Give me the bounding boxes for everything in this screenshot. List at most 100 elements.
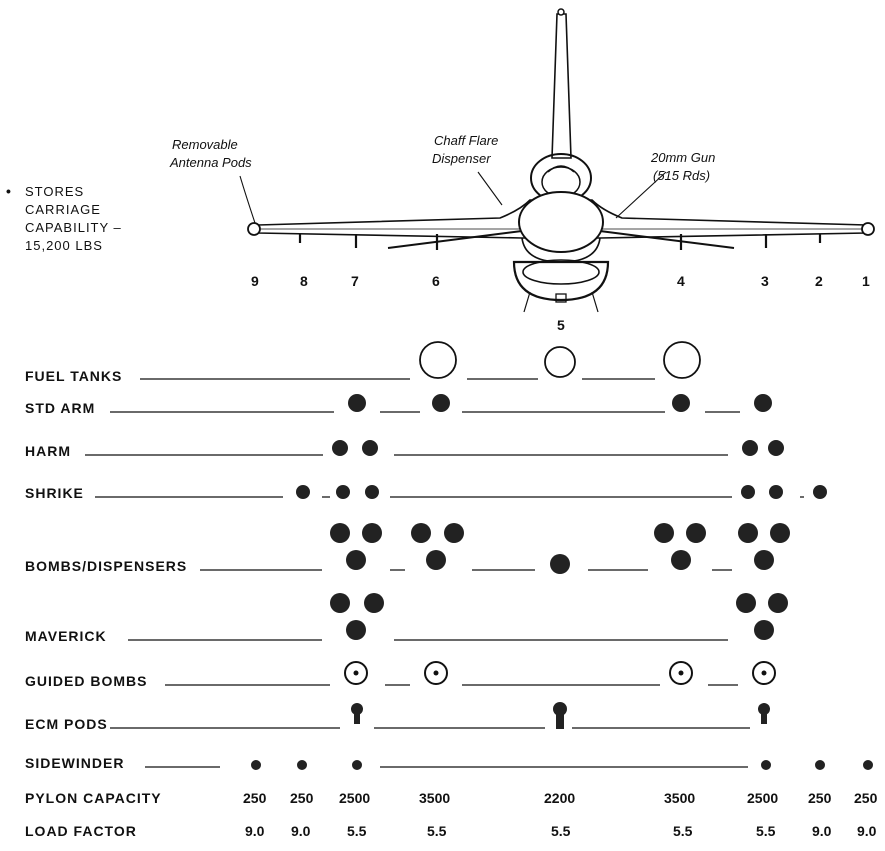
ecm-pod-station-7 [351,703,363,724]
load-factor-station-4: 5.5 [673,823,693,839]
load-factor-station-8: 9.0 [291,823,311,839]
ecm-pod-station-5 [553,702,567,729]
pylon-capacity-station-4: 3500 [664,790,695,806]
std-arm-station-4 [672,394,690,412]
bomb-station-4a [654,523,674,543]
maverick-station-7c [346,620,366,640]
chaff-flare-callout-line2: Dispenser [432,151,491,166]
antenna-pods-callout-line1: Removable [172,137,238,152]
guided-bomb-station-3 [752,661,776,685]
row-label-fuel-tanks: FUEL TANKS [25,368,122,384]
maverick-stores [330,593,788,640]
shrike-station-7b [365,485,379,499]
station-9: 9 [251,273,259,289]
harm-station-3b [768,440,784,456]
station-5: 5 [557,317,565,333]
harm-stores [332,440,784,456]
bomb-station-5 [550,554,570,574]
row-label-std-arm: STD ARM [25,400,95,416]
aircraft-front-view [239,8,875,313]
row-label-guided-bombs: GUIDED BOMBS [25,673,147,689]
station-2: 2 [815,273,823,289]
row-label-shrike: SHRIKE [25,485,84,501]
load-factor-station-7: 5.5 [347,823,367,839]
harm-station-7a [332,440,348,456]
maverick-station-3b [768,593,788,613]
capability-line1: STORES [25,184,84,199]
fuel-tank-station-5 [544,346,576,378]
sidewinder-station-3 [761,760,771,770]
pylon-capacity-label: PYLON CAPACITY [25,790,162,806]
station-3: 3 [761,273,769,289]
harm-station-7b [362,440,378,456]
station-8: 8 [300,273,308,289]
pylon-capacity-values: 250 250 2500 3500 2200 3500 2500 250 250 [243,790,878,806]
std-arm-station-7 [348,394,366,412]
row-label-ecm-pods: ECM PODS [25,716,108,732]
load-factor-label: LOAD FACTOR [25,823,137,839]
bomb-station-6c [426,550,446,570]
guided-bomb-station-7 [344,661,368,685]
row-label-harm: HARM [25,443,71,459]
bomb-station-3c [754,550,774,570]
guided-bomb-station-4 [669,661,693,685]
capability-line2: CARRIAGE [25,202,101,217]
bomb-station-3b [770,523,790,543]
maverick-station-7a [330,593,350,613]
row-label-sidewinder: SIDEWINDER [25,755,124,771]
station-1: 1 [862,273,870,289]
bomb-station-6b [444,523,464,543]
station-7: 7 [351,273,359,289]
pylon-capacity-station-1: 250 [854,790,878,806]
fuel-tank-station-4 [663,341,701,379]
pylon-capacity-station-3: 2500 [747,790,778,806]
gun-callout-line2: (515 Rds) [653,168,710,183]
shrike-station-2 [813,485,827,499]
capability-line3: CAPABILITY – [25,220,122,235]
pylon-capacity-station-8: 250 [290,790,314,806]
load-factor-station-1: 9.0 [857,823,877,839]
load-factor-station-9: 9.0 [245,823,265,839]
sidewinder-station-9 [251,760,261,770]
guided-bombs-stores [344,661,776,685]
shrike-station-8 [296,485,310,499]
shrike-station-7a [336,485,350,499]
sidewinder-station-1 [863,760,873,770]
shrike-station-3b [769,485,783,499]
std-arm-station-3 [754,394,772,412]
pylon-capacity-station-6: 3500 [419,790,450,806]
sidewinder-station-8 [297,760,307,770]
shrike-station-3a [741,485,755,499]
row-leader-rules [85,378,804,768]
sidewinder-station-7 [352,760,362,770]
ecm-pod-station-3 [758,703,770,724]
pylon-capacity-station-7: 2500 [339,790,370,806]
pylon-capacity-station-2: 250 [808,790,832,806]
load-factor-station-6: 5.5 [427,823,447,839]
guided-bomb-station-6 [424,661,448,685]
std-arm-stores [348,394,772,412]
bombs-dispensers-stores [330,523,790,574]
bomb-station-6a [411,523,431,543]
bomb-station-7a [330,523,350,543]
row-label-maverick: MAVERICK [25,628,107,644]
maverick-station-3c [754,620,774,640]
pylon-capacity-station-9: 250 [243,790,267,806]
harm-station-3a [742,440,758,456]
chaff-flare-callout-line1: Chaff Flare [434,133,498,148]
station-6: 6 [432,273,440,289]
shrike-stores [296,485,827,499]
load-factor-station-5: 5.5 [551,823,571,839]
load-factor-station-3: 5.5 [756,823,776,839]
fuel-tank-station-6 [419,341,457,379]
antenna-pods-callout-line2: Antenna Pods [169,155,252,170]
row-label-bombs-dispensers: BOMBS/DISPENSERS [25,558,187,574]
station-4: 4 [677,273,685,289]
fuel-tank-stores [419,341,701,379]
std-arm-station-6 [432,394,450,412]
load-factor-values: 9.0 9.0 5.5 5.5 5.5 5.5 5.5 9.0 9.0 [245,823,877,839]
ecm-pod-stores [351,702,770,729]
gun-callout-line1: 20mm Gun [650,150,715,165]
maverick-station-3a [736,593,756,613]
sidewinder-stores [251,760,873,770]
